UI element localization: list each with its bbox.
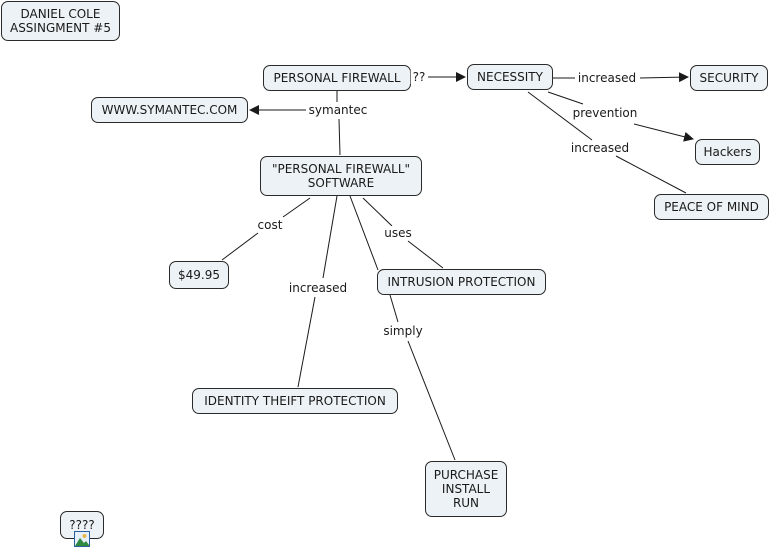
link-cost-price (221, 232, 259, 261)
node-necessity[interactable]: NECESSITY (467, 64, 553, 90)
link-symantec-software (338, 118, 341, 156)
link-label-prevention: prevention (570, 106, 640, 120)
node-symantec-site[interactable]: WWW.SYMANTEC.COM (91, 97, 248, 123)
node-personal-firewall[interactable]: PERSONAL FIREWALL (263, 65, 411, 91)
link-software-increased (322, 195, 338, 279)
link-simply-purchase (407, 340, 456, 461)
node-security[interactable]: SECURITY (690, 65, 768, 91)
link-prevention-hackers (633, 123, 694, 142)
link-label-cost: cost (255, 218, 285, 232)
link-increased-identity (297, 296, 316, 388)
node-intrusion-protection[interactable]: INTRUSION PROTECTION (377, 269, 546, 295)
link-software-cost (282, 197, 311, 218)
link-increased-security (639, 72, 689, 83)
link-uses-intrusion (407, 240, 444, 269)
node-hackers[interactable]: Hackers (695, 139, 760, 165)
link-label-uses: uses (382, 226, 414, 240)
title-node[interactable]: DANIEL COLE ASSINGMENT #5 (1, 1, 120, 41)
link-label-question: ?? (410, 70, 428, 84)
node-identity-protection[interactable]: IDENTITY THEIFT PROTECTION (192, 388, 398, 414)
image-icon[interactable] (74, 531, 90, 547)
link-label-simply: simply (381, 324, 425, 338)
link-label-symantec: symantec (306, 103, 370, 117)
link-software-purchase (349, 195, 379, 271)
link-necessity-prevention (547, 91, 584, 105)
link-increased2-peace (615, 155, 687, 194)
link-label-increased-security: increased (575, 71, 639, 85)
node-price[interactable]: $49.95 (169, 261, 229, 289)
link-intrusion-simply (389, 294, 399, 323)
link-label-increased-peace: increased (568, 141, 632, 155)
link-necessity-increased2 (527, 91, 593, 141)
node-software[interactable]: "PERSONAL FIREWALL" SOFTWARE (260, 156, 422, 196)
link-software-uses (362, 197, 393, 227)
link-label-increased-identity: increased (286, 281, 350, 295)
node-purchase-install-run[interactable]: PURCHASE INSTALL RUN (425, 461, 507, 517)
node-peace-of-mind[interactable]: PEACE OF MIND (654, 194, 769, 220)
